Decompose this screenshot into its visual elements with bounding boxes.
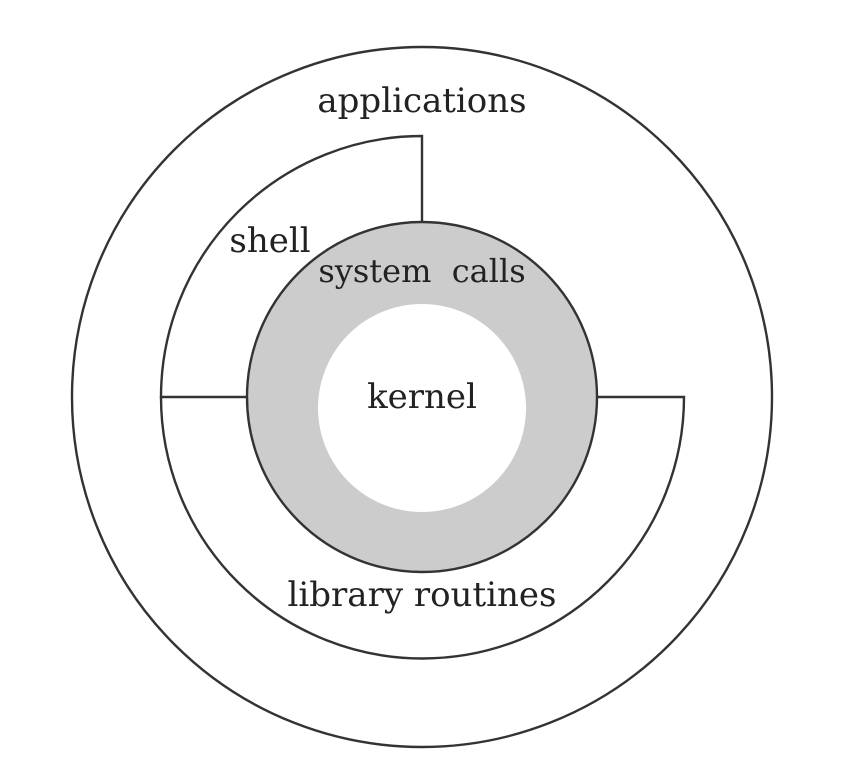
applications-label: applications [317,81,526,121]
kernel-label: kernel [367,377,477,417]
kernel-core [318,304,526,512]
shell-label: shell [229,221,310,261]
system-calls-label: system calls [318,252,525,290]
applications-ring [70,45,774,749]
library-routines-label: library routines [288,575,557,615]
shell-boundary [159,134,424,399]
library-routines-boundary [159,395,686,660]
